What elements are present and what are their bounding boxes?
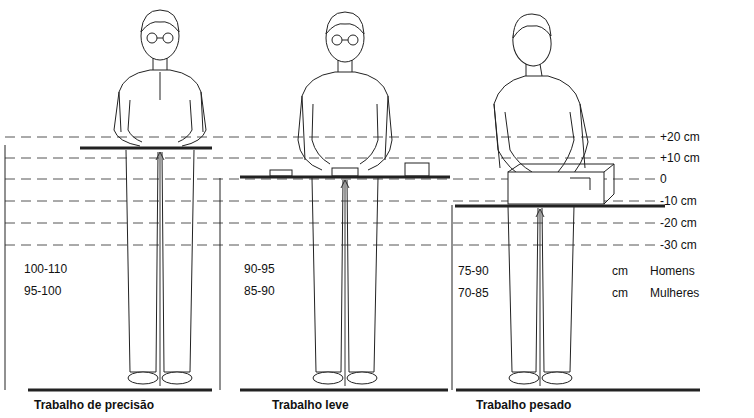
scale-mark: 0 xyxy=(660,172,667,186)
unit-label: cm xyxy=(612,264,628,278)
scale-mark: -10 cm xyxy=(660,194,697,208)
height-dimension xyxy=(156,152,544,386)
unit-label: cm xyxy=(612,286,628,300)
scale-mark: -20 cm xyxy=(660,216,697,230)
worker-figure xyxy=(114,10,206,384)
scale-mark: +10 cm xyxy=(660,151,700,165)
workpiece xyxy=(270,163,429,176)
workbench xyxy=(455,205,665,208)
frame-line xyxy=(220,178,221,390)
floor-line xyxy=(28,389,700,392)
work-type-caption: Trabalho de precisão xyxy=(34,398,154,412)
height-range: 85-90 xyxy=(244,284,275,298)
scale-mark: +20 cm xyxy=(660,130,700,144)
group-label: Homens xyxy=(650,264,695,278)
height-range: 75-90 xyxy=(458,264,489,278)
work-type-caption: Trabalho pesado xyxy=(476,398,571,412)
workpiece xyxy=(508,164,614,204)
group-label: Mulheres xyxy=(650,286,699,300)
frame-line xyxy=(5,145,6,390)
height-range: 100-110 xyxy=(24,262,67,276)
work-type-caption: Trabalho leve xyxy=(272,398,349,412)
height-range: 90-95 xyxy=(244,262,275,276)
frame-line xyxy=(452,205,453,390)
height-range: 70-85 xyxy=(458,286,489,300)
height-range: 95-100 xyxy=(24,284,61,298)
scale-mark: -30 cm xyxy=(660,238,697,252)
height-reference-lines xyxy=(5,137,655,245)
workbench xyxy=(80,147,212,150)
worker-figure xyxy=(298,12,392,384)
workbench xyxy=(240,176,450,179)
